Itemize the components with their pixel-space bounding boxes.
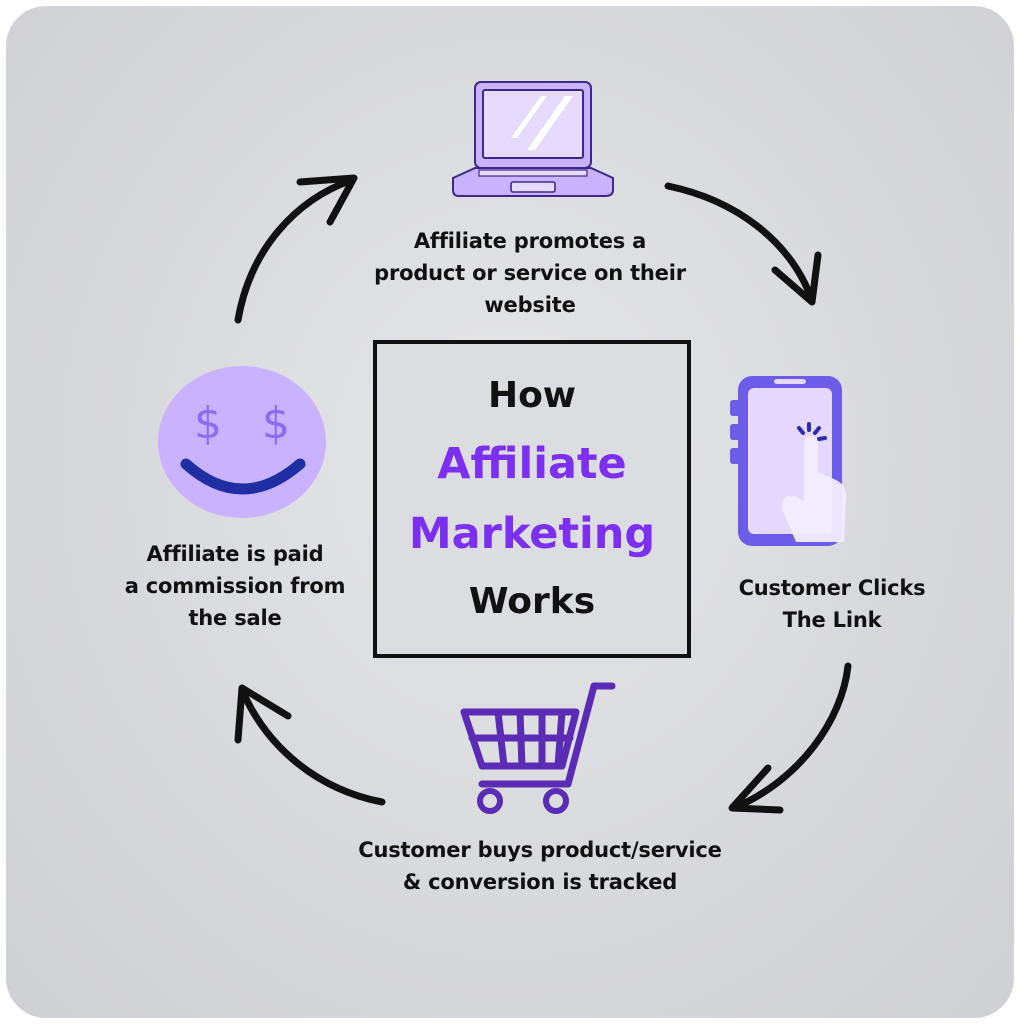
step-promote-text: Affiliate promotes a product or service …: [330, 225, 730, 321]
step-promote-line-1: Affiliate promotes a: [413, 229, 647, 253]
step-buy-line-1: Customer buys product/service: [358, 838, 722, 862]
step-buy-text: Customer buys product/service & conversi…: [300, 834, 780, 898]
step-paid-text: Affiliate is paid a commission from the …: [100, 538, 370, 634]
arrow-bottom-right: [728, 662, 852, 814]
center-title-how: How: [487, 375, 577, 416]
step-promote-line-3: website: [484, 293, 576, 317]
step-click-line-2: The Link: [782, 608, 882, 632]
arrow-top-right: [664, 182, 822, 306]
center-title-affiliate: Affiliate: [437, 439, 627, 489]
arrow-bottom-left: [234, 684, 386, 806]
step-click-line-1: Customer Clicks: [738, 576, 926, 600]
step-buy-line-2: & conversion is tracked: [402, 870, 678, 894]
step-promote-line-2: product or service on their: [374, 261, 686, 285]
svg-text:$: $: [194, 398, 222, 449]
step-paid-line-1: Affiliate is paid: [146, 542, 324, 566]
arrow-top-left: [234, 174, 358, 324]
step-paid-line-2: a commission from: [124, 574, 346, 598]
step-click-text: Customer Clicks The Link: [712, 572, 952, 636]
laptop-icon: [452, 81, 614, 197]
shopping-cart-icon: [460, 682, 616, 814]
svg-text:$: $: [262, 398, 290, 449]
center-title-marketing: Marketing: [408, 509, 656, 559]
dollar-smiley-icon: $ $: [158, 366, 326, 518]
step-paid-line-3: the sale: [188, 606, 282, 630]
center-title-works: Works: [468, 581, 596, 622]
center-title-box: How Affiliate Marketing Works: [373, 340, 691, 658]
phone-tap-icon: [730, 376, 847, 546]
